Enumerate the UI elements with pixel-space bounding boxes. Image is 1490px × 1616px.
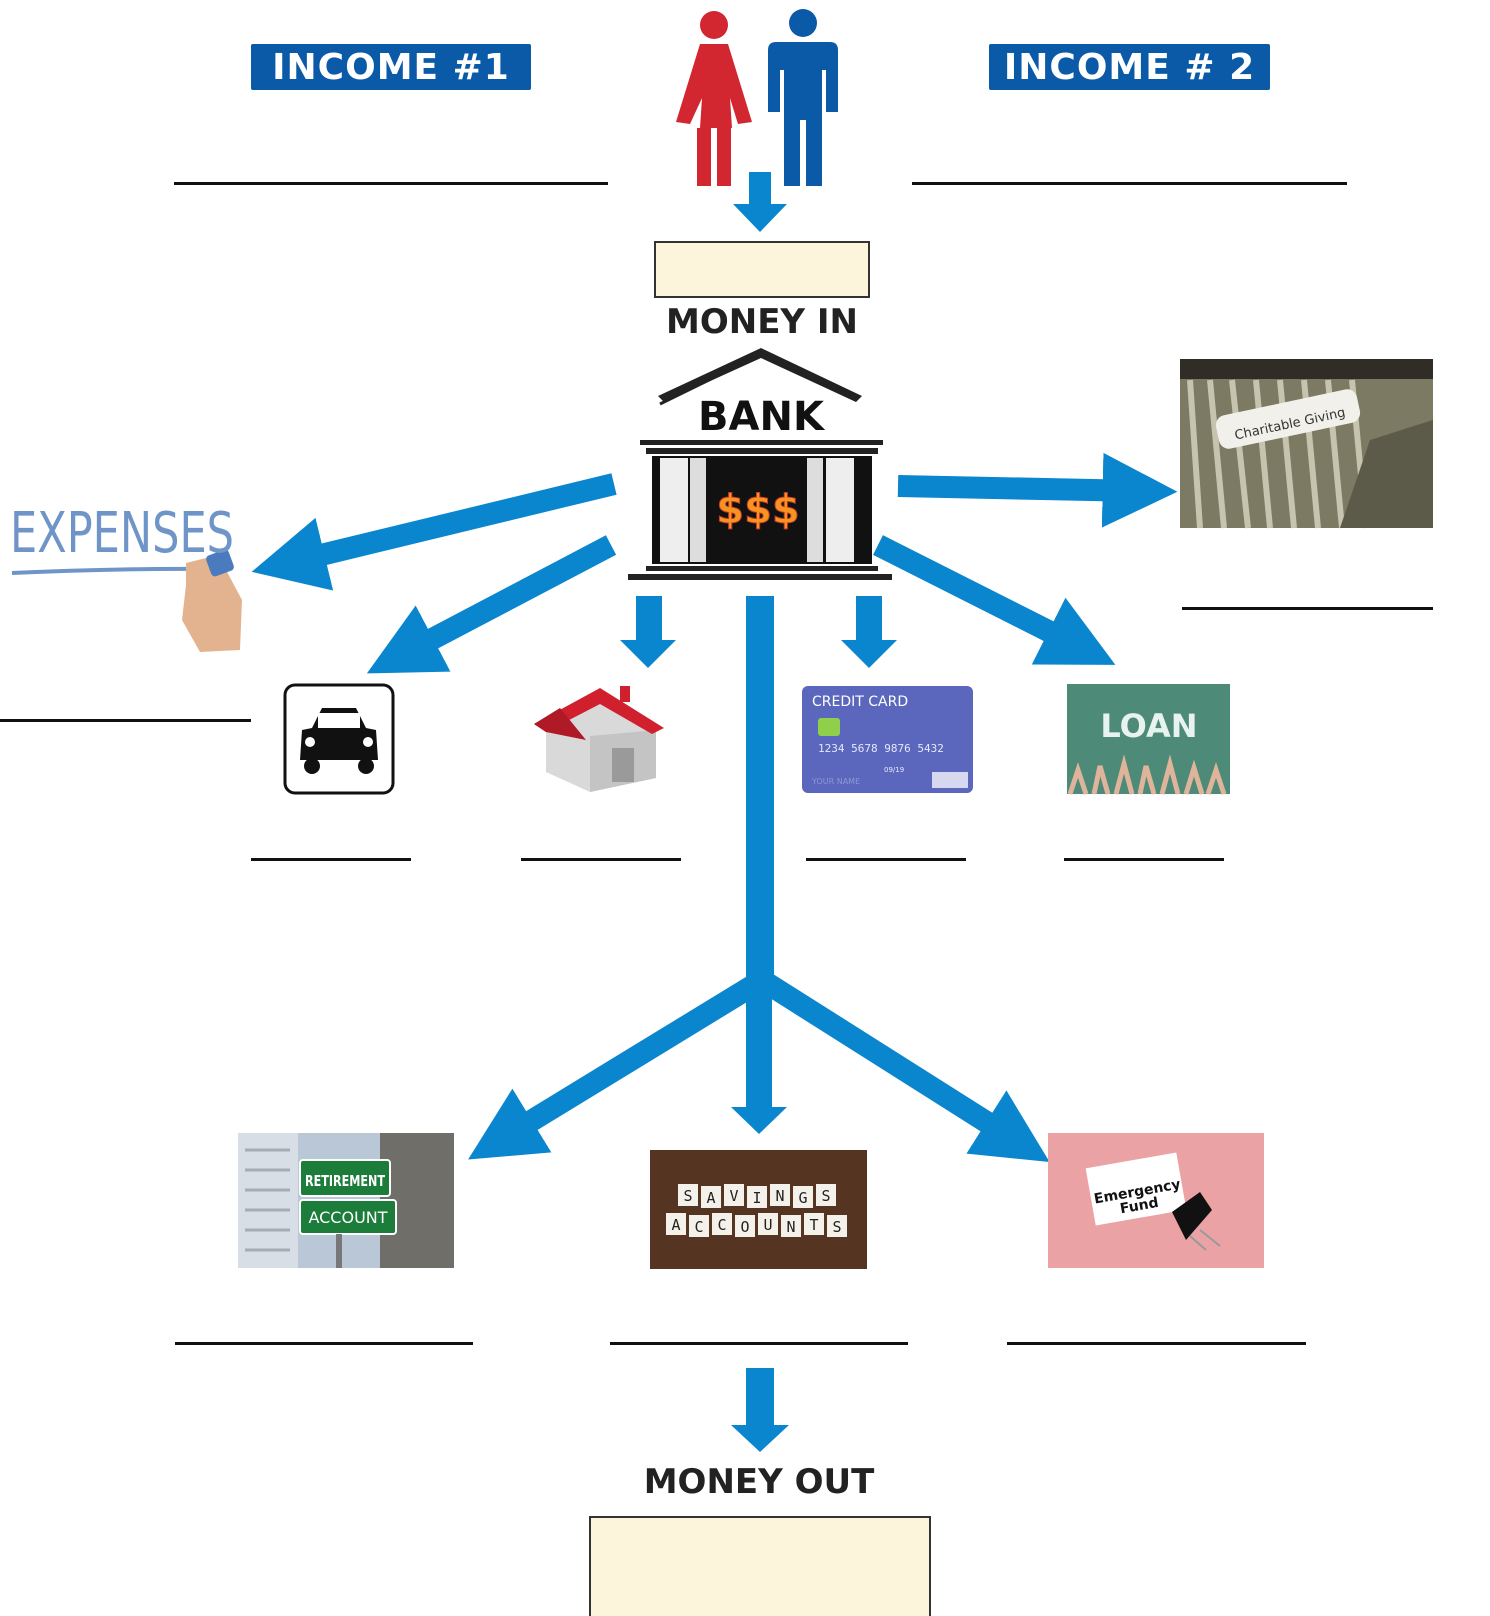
house-icon bbox=[534, 686, 664, 792]
arrow-to-charity bbox=[897, 452, 1178, 528]
money-in-box[interactable] bbox=[654, 241, 870, 298]
savings-accounts-image bbox=[650, 1150, 867, 1269]
retirement-label-1: RETIREMENT bbox=[305, 1172, 386, 1190]
savings-tile bbox=[666, 1213, 686, 1235]
savings-tile-letter: O bbox=[740, 1218, 749, 1236]
credit-card-number: 1234 5678 9876 5432 bbox=[818, 742, 944, 755]
income-1-badge: INCOME #1 bbox=[251, 44, 531, 90]
charity-blank[interactable] bbox=[1182, 607, 1433, 610]
arrow-to-retirement bbox=[468, 970, 768, 1160]
savings-tile bbox=[804, 1213, 824, 1235]
arrow-to-money-out bbox=[731, 1368, 789, 1452]
savings-tile-letter: N bbox=[786, 1218, 795, 1236]
arrow-to-credit-card bbox=[841, 596, 897, 668]
woman-icon bbox=[676, 11, 752, 186]
savings-tile bbox=[747, 1186, 767, 1208]
savings-tile bbox=[827, 1215, 847, 1237]
car-blank[interactable] bbox=[251, 858, 411, 861]
savings-tile-letter: C bbox=[717, 1216, 726, 1234]
credit-card-expiry: 09/19 bbox=[884, 766, 904, 774]
arrow-to-savings bbox=[731, 975, 787, 1134]
retirement-blank[interactable] bbox=[175, 1342, 473, 1345]
income-2-badge: INCOME # 2 bbox=[989, 44, 1270, 90]
savings-tile bbox=[701, 1186, 721, 1208]
savings-tile bbox=[793, 1186, 813, 1208]
arrow-to-money-in bbox=[733, 172, 787, 232]
arrow-to-car bbox=[366, 535, 617, 674]
savings-tile bbox=[758, 1213, 778, 1235]
savings-tile-letter: A bbox=[706, 1189, 715, 1207]
income-2-blank[interactable] bbox=[912, 182, 1347, 185]
money-out-box[interactable] bbox=[589, 1516, 931, 1616]
savings-tile-letter: G bbox=[798, 1189, 807, 1207]
loan-image bbox=[1067, 684, 1230, 795]
expenses-label: EXPENSES bbox=[10, 501, 234, 566]
savings-tile bbox=[735, 1215, 755, 1237]
savings-tile-letter: I bbox=[752, 1189, 761, 1207]
savings-tile-letter: S bbox=[683, 1187, 692, 1205]
loan-blank[interactable] bbox=[1064, 858, 1224, 861]
savings-tile-letter: U bbox=[763, 1216, 772, 1234]
charitable-giving-image bbox=[1180, 359, 1433, 529]
savings-tile bbox=[816, 1184, 836, 1206]
man-icon bbox=[768, 9, 838, 186]
savings-tile-letter: A bbox=[671, 1216, 680, 1234]
money-in-label: MONEY IN bbox=[666, 302, 858, 342]
savings-tile-letter: V bbox=[729, 1187, 738, 1205]
retirement-label-2: ACCOUNT bbox=[308, 1208, 387, 1227]
emergency-fund-image bbox=[1048, 1133, 1264, 1268]
money-out-label: MONEY OUT bbox=[643, 1462, 875, 1502]
savings-tile-letter: T bbox=[809, 1216, 818, 1234]
arrow-to-expenses bbox=[251, 473, 617, 591]
arrow-to-loan bbox=[873, 535, 1116, 665]
expenses-blank[interactable] bbox=[0, 719, 251, 722]
savings-tile-letter: C bbox=[694, 1218, 703, 1236]
savings-tile bbox=[689, 1215, 709, 1237]
arrow-to-emergency bbox=[756, 970, 1050, 1162]
savings-tile bbox=[678, 1184, 698, 1206]
savings-blank[interactable] bbox=[610, 1342, 908, 1345]
credit-card-name: YOUR NAME bbox=[811, 777, 860, 786]
savings-tile-letter: S bbox=[821, 1187, 830, 1205]
bank-dollar-symbol: $$$ bbox=[716, 487, 800, 533]
income-1-blank[interactable] bbox=[174, 182, 608, 185]
bank-label: BANK bbox=[698, 394, 826, 440]
savings-tile bbox=[770, 1184, 790, 1206]
house-blank[interactable] bbox=[521, 858, 681, 861]
savings-tile-letter: S bbox=[832, 1218, 841, 1236]
loan-label: LOAN bbox=[1100, 707, 1197, 745]
car-icon bbox=[283, 683, 395, 795]
expenses-graphic bbox=[11, 549, 242, 652]
savings-tile bbox=[712, 1213, 732, 1235]
credit-card-title: CREDIT CARD bbox=[812, 694, 908, 710]
savings-tile bbox=[781, 1215, 801, 1237]
emergency-label-2: Fund bbox=[1119, 1195, 1160, 1217]
credit-card-blank[interactable] bbox=[806, 858, 966, 861]
bank-icon bbox=[628, 348, 892, 580]
savings-tile-letter: N bbox=[775, 1187, 784, 1205]
trunk-arrow bbox=[746, 596, 774, 976]
arrow-to-house bbox=[620, 596, 676, 668]
savings-tile bbox=[724, 1184, 744, 1206]
emergency-blank[interactable] bbox=[1007, 1342, 1306, 1345]
credit-card-image bbox=[802, 686, 973, 793]
retirement-account-image bbox=[238, 1133, 454, 1268]
